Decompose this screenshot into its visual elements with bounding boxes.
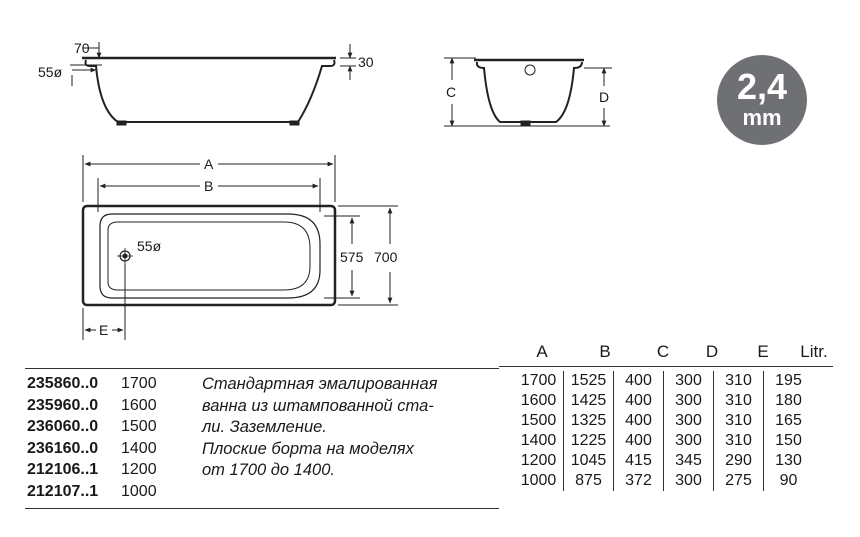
table-cell: 1525 xyxy=(563,371,614,391)
list-item: 235960..0 1600 xyxy=(27,395,157,417)
list-item: 212106..1 1200 xyxy=(27,459,157,481)
table-cell: 310 xyxy=(713,431,764,451)
col-header-b: B xyxy=(599,342,611,361)
model-code: 236060..0 xyxy=(27,418,99,435)
table-cell: 1045 xyxy=(563,451,614,471)
model-code: 236160..0 xyxy=(27,439,99,457)
table-cell: 195 xyxy=(763,371,813,391)
table-cell: 300 xyxy=(663,471,714,491)
plan-view xyxy=(81,155,398,340)
table-cell: 150 xyxy=(763,431,813,451)
table-cell: 400 xyxy=(613,411,664,431)
col-header-c: C xyxy=(656,342,670,361)
model-code: 212107..1 xyxy=(27,482,99,500)
table-row: 1700 1525 400 300 310 195 xyxy=(514,371,813,391)
dim-drain-plan: 55ø xyxy=(137,238,162,254)
list-item: 236160..0 1400 xyxy=(27,438,157,460)
model-code: 235960..0 xyxy=(27,396,99,414)
col-header-a: A xyxy=(536,342,548,361)
table-cell: 300 xyxy=(663,411,714,431)
side-view xyxy=(70,42,356,126)
list-item: 235860..0 1700 xyxy=(27,373,157,395)
table-cell: 310 xyxy=(713,391,764,411)
product-description: Стандартная эмалированная ванна из штамп… xyxy=(202,374,502,482)
dim-drain-side: 55ø xyxy=(38,64,63,80)
table-cell: 310 xyxy=(713,411,764,431)
col-header-d: D xyxy=(705,342,719,361)
dim-c-label: C xyxy=(446,84,456,100)
model-length: 1200 xyxy=(121,461,157,478)
table-cell: 1400 xyxy=(520,432,557,449)
dimensions-table: 1700 1525 400 300 310 195 1600 1425 400 … xyxy=(514,371,813,491)
table-cell: 1200 xyxy=(520,452,557,469)
table-row: 1200 1045 415 345 290 130 xyxy=(514,451,813,471)
table-cell: 345 xyxy=(663,451,714,471)
table-cell: 1325 xyxy=(563,411,614,431)
model-length: 1000 xyxy=(121,482,157,500)
description-line: от 1700 до 1400. xyxy=(202,461,335,479)
table-cell: 1600 xyxy=(520,392,557,409)
table-row: 1000 875 372 300 275 90 xyxy=(514,471,813,491)
model-length: 1500 xyxy=(121,418,157,435)
table-cell: 130 xyxy=(763,451,813,471)
table-row: 1500 1325 400 300 310 165 xyxy=(514,411,813,431)
table-cell: 300 xyxy=(663,431,714,451)
description-line: ванна из штампованной ста- xyxy=(202,396,434,415)
table-cell: 875 xyxy=(563,471,614,491)
thickness-badge: 2,4 mm xyxy=(717,55,807,145)
table-row: 1600 1425 400 300 310 180 xyxy=(514,391,813,411)
dim-inner-width: 575 xyxy=(340,249,364,265)
table-cell: 1000 xyxy=(520,472,557,489)
table-cell: 1425 xyxy=(563,391,614,411)
list-item: 212107..1 1000 xyxy=(27,481,157,503)
model-code: 212106..1 xyxy=(27,461,99,478)
bottom-rule xyxy=(25,508,499,509)
model-code: 235860..0 xyxy=(27,375,99,392)
dim-e-label: E xyxy=(99,322,108,338)
top-rule xyxy=(25,368,499,369)
dim-rim-offset: 70 xyxy=(74,40,90,56)
table-cell: 165 xyxy=(763,411,813,431)
table-top-rule xyxy=(499,366,833,367)
technical-drawings: 70 55ø 30 C D xyxy=(38,40,612,340)
dim-rim-height: 30 xyxy=(358,54,374,70)
description-line: Стандартная эмалированная xyxy=(202,375,438,393)
thickness-value: 2,4 xyxy=(736,66,788,107)
model-length: 1700 xyxy=(121,375,157,392)
end-view xyxy=(444,57,612,127)
table-cell: 1700 xyxy=(520,372,557,389)
description-line: Плоские борта на моделях xyxy=(202,439,414,458)
table-cell: 275 xyxy=(713,471,764,491)
model-length: 1400 xyxy=(121,439,157,457)
table-cell: 400 xyxy=(613,391,664,411)
dim-d-label: D xyxy=(599,89,609,105)
list-item: 236060..0 1500 xyxy=(27,416,157,438)
table-cell: 400 xyxy=(613,431,664,451)
table-cell: 90 xyxy=(763,471,813,491)
col-header-e: E xyxy=(757,342,769,361)
table-cell: 290 xyxy=(713,451,764,471)
dim-b-label: B xyxy=(204,178,213,194)
dim-a-label: A xyxy=(204,156,214,172)
table-cell: 310 xyxy=(713,371,764,391)
table-cell: 415 xyxy=(613,451,664,471)
table-cell: 1500 xyxy=(520,412,557,429)
dim-outer-width: 700 xyxy=(374,249,398,265)
model-list: 235860..0 1700 235960..0 1600 236060..0 150… xyxy=(27,373,157,502)
description-line: ли. Заземление. xyxy=(202,418,327,436)
table-cell: 372 xyxy=(613,471,664,491)
table-cell: 1225 xyxy=(563,431,614,451)
table-cell: 300 xyxy=(663,371,714,391)
table-cell: 400 xyxy=(613,371,664,391)
table-cell: 300 xyxy=(663,391,714,411)
table-row: 1400 1225 400 300 310 150 xyxy=(514,431,813,451)
model-length: 1600 xyxy=(121,396,157,414)
thickness-unit: mm xyxy=(742,105,782,130)
col-header-litr: Litr. xyxy=(800,342,828,361)
table-cell: 180 xyxy=(763,391,813,411)
